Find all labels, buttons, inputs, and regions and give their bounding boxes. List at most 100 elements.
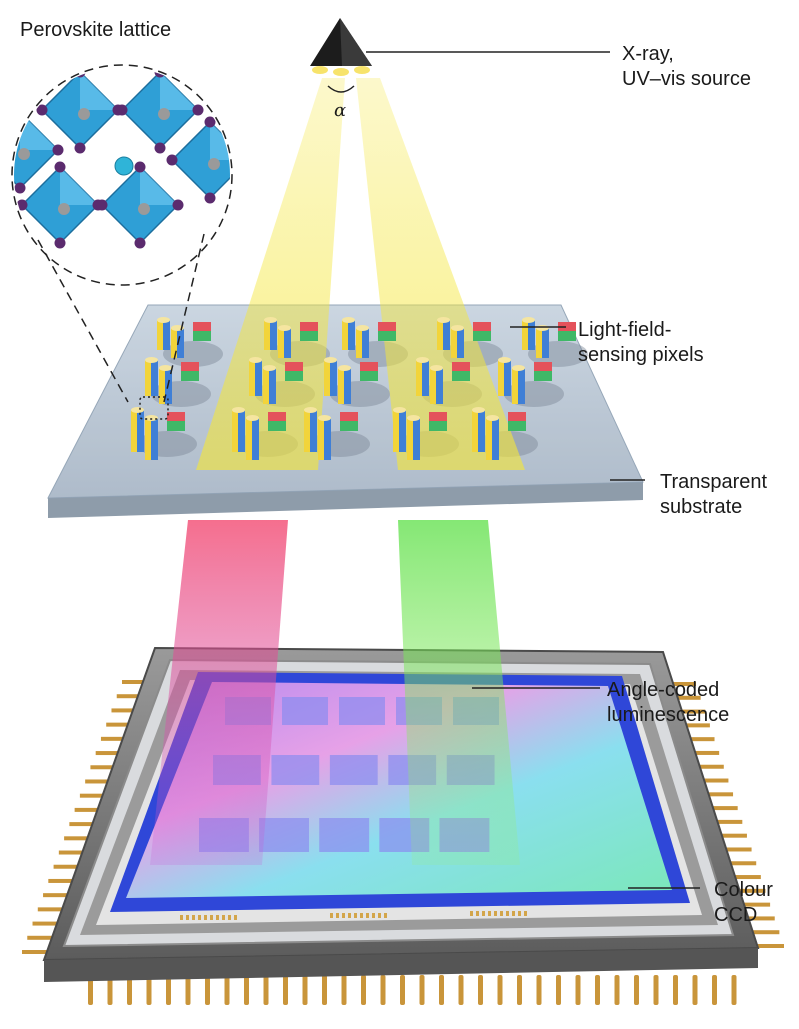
ccd-pin bbox=[614, 975, 620, 1005]
halide-atom bbox=[172, 199, 184, 211]
ccd-bond-pad bbox=[336, 913, 339, 918]
pixel-pillar-segment bbox=[270, 320, 277, 350]
ccd-pin bbox=[263, 975, 269, 1005]
ccd-bond-pad bbox=[354, 913, 357, 918]
pixel-pillar-segment bbox=[362, 328, 369, 358]
ccd-pin bbox=[756, 944, 784, 948]
pixel-cube-top bbox=[181, 362, 199, 371]
pixel-pillar-top bbox=[263, 365, 276, 371]
ccd-pin bbox=[458, 975, 464, 1005]
pixel-pillar-segment bbox=[171, 328, 178, 358]
pixel-pillar-segment bbox=[478, 410, 485, 452]
ccd-pin bbox=[517, 975, 522, 1005]
inset-title: Perovskite lattice bbox=[20, 19, 172, 41]
ccd-bond-pad bbox=[216, 915, 219, 920]
pixel-cube-bottom bbox=[167, 421, 185, 431]
ccd-pin bbox=[69, 822, 98, 827]
pixel-pillar-top bbox=[498, 357, 511, 363]
pixel-cube-top bbox=[193, 322, 211, 331]
pixel-pillar-top bbox=[324, 357, 337, 363]
ccd-pin bbox=[497, 975, 503, 1005]
ccd-bond-pad bbox=[488, 911, 491, 916]
pixel-pillar-segment bbox=[252, 418, 259, 460]
ccd-bond-pad bbox=[234, 915, 237, 920]
pixels-label: Light-field- sensing pixels bbox=[578, 319, 704, 366]
pixel-pillar-segment bbox=[131, 410, 138, 452]
pixel-pillar-top bbox=[512, 365, 525, 371]
pixel-pillar-segment bbox=[284, 328, 291, 358]
pixel-pillar-top bbox=[249, 357, 262, 363]
pixel-pillar-segment bbox=[310, 410, 317, 452]
octahedron-face bbox=[80, 72, 118, 110]
b-site-atom bbox=[78, 108, 90, 120]
xray-source bbox=[310, 18, 372, 93]
pixel-pillar-segment bbox=[249, 360, 256, 396]
pixel-pillar-segment bbox=[177, 328, 184, 358]
pixel-pillar-segment bbox=[324, 360, 331, 396]
pixel-pillar-segment bbox=[522, 320, 529, 350]
pixel-cube-bottom bbox=[193, 331, 211, 341]
ccd-pin bbox=[166, 975, 171, 1005]
perovskite-inset bbox=[11, 64, 233, 420]
pixel-pillar-segment bbox=[232, 410, 239, 452]
ccd-label: Colour CCD bbox=[714, 879, 773, 926]
ccd-bond-pad bbox=[228, 915, 231, 920]
pixel-cube-bottom bbox=[473, 331, 491, 341]
ccd-bond-pad bbox=[342, 913, 345, 918]
ccd-bond-pad bbox=[198, 915, 201, 920]
pixel-cube-top bbox=[378, 322, 396, 331]
ccd-pixel bbox=[282, 697, 328, 725]
beam-green bbox=[398, 520, 520, 865]
b-site-atom bbox=[58, 203, 70, 215]
pixel-pillar-top bbox=[342, 317, 355, 323]
pixel-pillar-top bbox=[131, 407, 144, 413]
pixel-cube-top bbox=[473, 322, 491, 331]
ccd-bond-pad bbox=[372, 913, 375, 918]
ccd-pin bbox=[692, 975, 698, 1005]
pixel-cube-top bbox=[360, 362, 378, 371]
pixel-pillar-top bbox=[437, 317, 450, 323]
b-site-atom bbox=[18, 148, 30, 160]
pixel-pillar-top bbox=[338, 365, 351, 371]
substrate-label: Transparent substrate bbox=[660, 471, 768, 518]
ccd-bond-pad bbox=[512, 911, 515, 916]
pixel-cube-top bbox=[285, 362, 303, 371]
ccd-pin bbox=[111, 708, 140, 713]
source-label: X-ray, UV–vis source bbox=[622, 43, 751, 90]
ccd-pin bbox=[322, 975, 327, 1005]
ccd-bond-pad bbox=[186, 915, 189, 920]
ccd-pin bbox=[185, 975, 191, 1005]
pixel-pillar-segment bbox=[330, 360, 337, 396]
halide-atom bbox=[54, 237, 66, 249]
ccd-pin bbox=[22, 950, 50, 954]
ccd-pin bbox=[90, 765, 119, 770]
ccd-pin bbox=[439, 975, 444, 1005]
pixel-pillar-segment bbox=[151, 418, 158, 460]
ccd-pin bbox=[32, 921, 61, 926]
ccd-bond-pad bbox=[348, 913, 351, 918]
light-field-sensing-pixels bbox=[131, 317, 576, 460]
pixel-cube-top bbox=[340, 412, 358, 421]
angle-symbol: α bbox=[334, 100, 347, 121]
ccd-pin bbox=[681, 723, 710, 728]
pixel-cube-top bbox=[508, 412, 526, 421]
ccd-pin bbox=[116, 694, 145, 699]
pixel-pillar-segment bbox=[356, 328, 363, 358]
pixel-cube-top bbox=[167, 412, 185, 421]
ccd-pin bbox=[723, 847, 752, 852]
ccd-pixel bbox=[329, 755, 378, 785]
ccd-pin bbox=[653, 975, 659, 1005]
halide-atom bbox=[134, 237, 146, 249]
ccd-pin bbox=[419, 975, 425, 1005]
ccd-pin bbox=[718, 833, 747, 838]
ccd-pin bbox=[731, 975, 737, 1005]
ccd-pin bbox=[714, 819, 743, 824]
ccd-pin bbox=[58, 850, 87, 855]
b-site-atom bbox=[158, 108, 170, 120]
pixel-pillar-top bbox=[264, 317, 277, 323]
ccd-pin bbox=[732, 875, 761, 880]
pixel-pillar-segment bbox=[430, 368, 437, 404]
ccd-pin bbox=[634, 975, 639, 1005]
ccd-pin bbox=[742, 902, 771, 907]
